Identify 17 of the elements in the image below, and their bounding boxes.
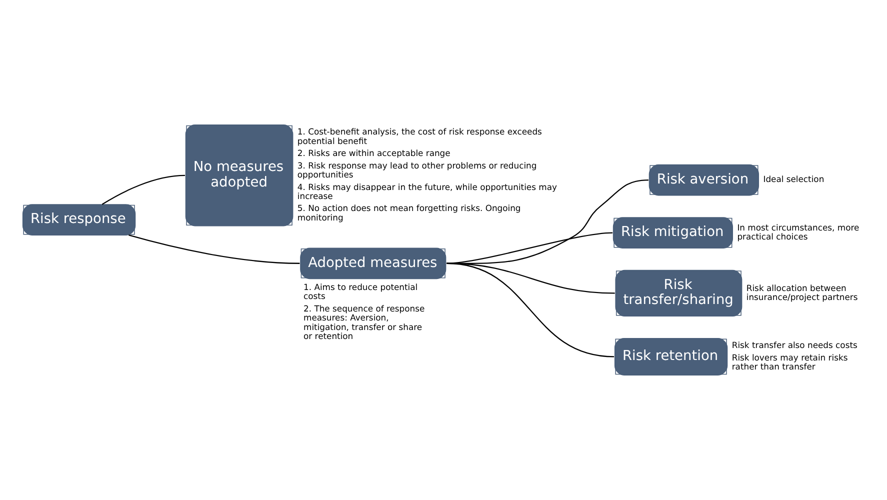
node-label: Ideal selection: [763, 174, 824, 184]
node-label: 4. Risks may disappear in the future, while opportunities may increase: [297, 182, 557, 201]
node-label: Risk transfer also needs costs: [732, 340, 858, 350]
connector: [128, 234, 300, 264]
connector: [446, 179, 648, 264]
connector: [102, 174, 185, 205]
node-label: 1. Aims to reduce potential costs: [304, 282, 418, 302]
node-label: 5. No action does not mean forgetting risks. Ongoing monitoring: [297, 203, 521, 222]
node-label: Risk allocation between insurance/project partners: [746, 282, 858, 302]
node-label: 2. Risks are within acceptable range: [297, 148, 450, 158]
node-label: 3. Risk response may lead to other problems or reducing opportunities: [297, 160, 537, 180]
node-label: In most circumstances, more practical choices: [737, 222, 860, 242]
connector: [446, 232, 613, 264]
node-label: 1. Cost-benefit analysis, the cost of risk response exceeds potential benefit: [297, 126, 542, 146]
node-label: Risk lovers may retain risks rather than transfer: [732, 352, 848, 372]
connector: [446, 262, 614, 358]
node-label: 2. The sequence of response measures: Aversion, mitigation, transfer or share or retention: [304, 303, 425, 341]
